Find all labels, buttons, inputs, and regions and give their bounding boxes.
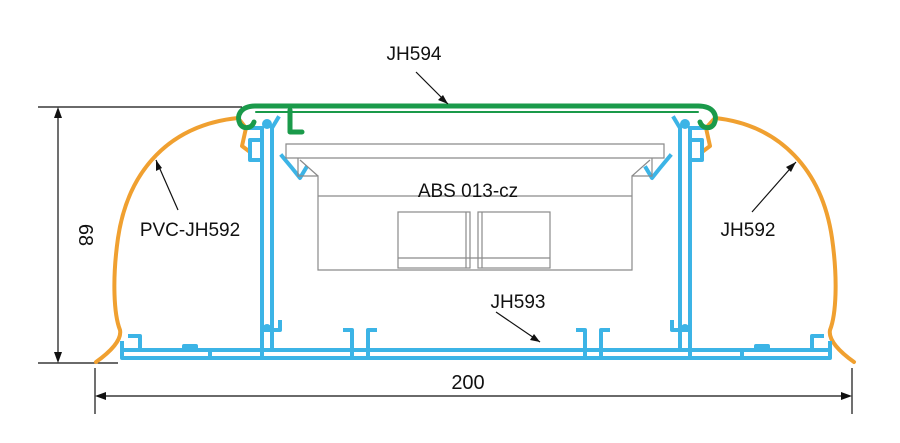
right-cap-label: JH592 [721,220,776,241]
base-profile [120,115,832,360]
leader-arrowheads [156,95,796,342]
top-cover-label: JH594 [387,44,442,65]
height-dimension [38,106,242,364]
abs-box [285,143,665,271]
abs-box-label: ABS 013-cz [418,181,518,202]
top-cover [236,103,718,135]
height-dimension-label: 68 [74,224,96,246]
base-accent-circles [262,119,690,332]
base-label: JH593 [491,292,546,313]
width-dimension-label: 200 [451,372,484,394]
right-end-cap [700,116,856,364]
left-cap-label: PVC-JH592 [140,220,240,241]
width-dimension [94,368,853,414]
